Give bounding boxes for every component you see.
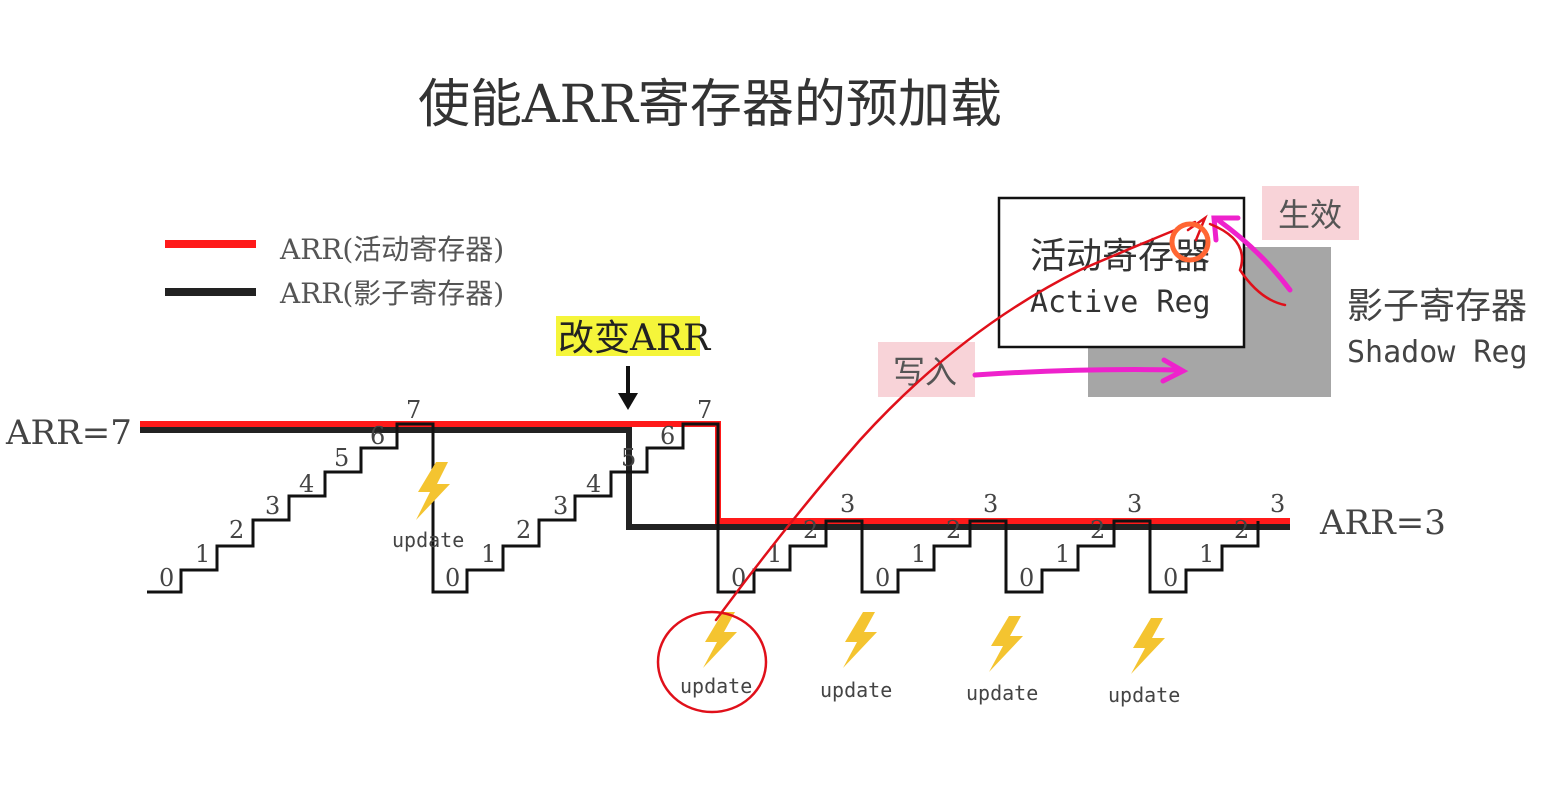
count-label: 2 [946,516,961,544]
change-arrow-head [618,393,638,410]
staircase-2 [629,422,1260,594]
lightning-icon [989,616,1023,672]
count-label: 3 [265,492,280,520]
legend: ARR(活动寄存器) ARR(影子寄存器) [165,233,504,310]
count-label: 0 [1019,564,1034,592]
active-focus-circle [1169,221,1211,263]
count-label: 5 [334,444,349,472]
count-label: 1 [481,540,496,568]
update-label: update [1108,683,1180,707]
update-circle [656,610,768,714]
count-label: 2 [516,516,531,544]
write-label: 写入 [893,353,957,391]
count-label: 0 [1163,564,1178,592]
count-label: 5 [621,444,636,472]
write-label-box [878,342,975,397]
count-label: 1 [1199,540,1214,568]
page-title: 使能ARR寄存器的预加载 [418,75,1002,135]
update-label: update [392,528,464,552]
legend-shadow-label: ARR(影子寄存器) [279,277,504,310]
staircase-1 [147,422,629,594]
count-label: 6 [660,422,675,450]
count-label: 0 [159,564,174,592]
shadow-arr-line [140,427,1290,530]
count-label: 3 [1127,490,1142,518]
count-label: 4 [299,470,314,498]
update-label: update [820,678,892,702]
count-label: 0 [445,564,460,592]
lightning-icon [1131,618,1165,674]
update-label: update [680,674,752,698]
handdrawn-mark [1208,222,1287,307]
legend-active-label: ARR(活动寄存器) [279,233,504,266]
count-label: 2 [229,516,244,544]
counter-staircase [147,422,1260,594]
count-label: 1 [195,540,210,568]
count-label: 3 [553,492,568,520]
count-label: 2 [803,516,818,544]
arr-right-label: ARR=3 [1319,503,1446,543]
arr-left-label: ARR=7 [5,413,132,453]
count-label: 3 [983,490,998,518]
count-label: 7 [406,396,421,424]
lightning-icon [416,462,450,520]
shadow-register-cn: 影子寄存器 [1347,286,1527,327]
active-register-en: Active Reg [1030,285,1211,320]
lightning-icon [703,612,737,668]
write-arrow [972,357,1189,384]
shadow-register-en: Shadow Reg [1347,335,1528,370]
update-label: update [966,681,1038,705]
hand-annotations [656,214,1287,714]
count-label: 3 [1270,490,1285,518]
effect-arrow [1211,215,1293,293]
change-arr-label: 改变ARR [558,318,711,359]
count-label: 4 [586,470,601,498]
effect-label: 生效 [1278,196,1342,234]
count-label: 2 [1090,516,1105,544]
count-label: 2 [1234,516,1249,544]
handdrawn-connection [714,220,1197,622]
effect-label-box [1262,186,1359,240]
count-label: 6 [370,422,385,450]
count-label: 0 [875,564,890,592]
change-arr-highlight [556,316,700,356]
count-label: 1 [1055,540,1070,568]
count-label: 1 [911,540,926,568]
update-events: update update update update update [392,462,1180,707]
count-label: 3 [840,490,855,518]
count-label: 7 [697,396,712,424]
lightning-icon [843,612,877,668]
